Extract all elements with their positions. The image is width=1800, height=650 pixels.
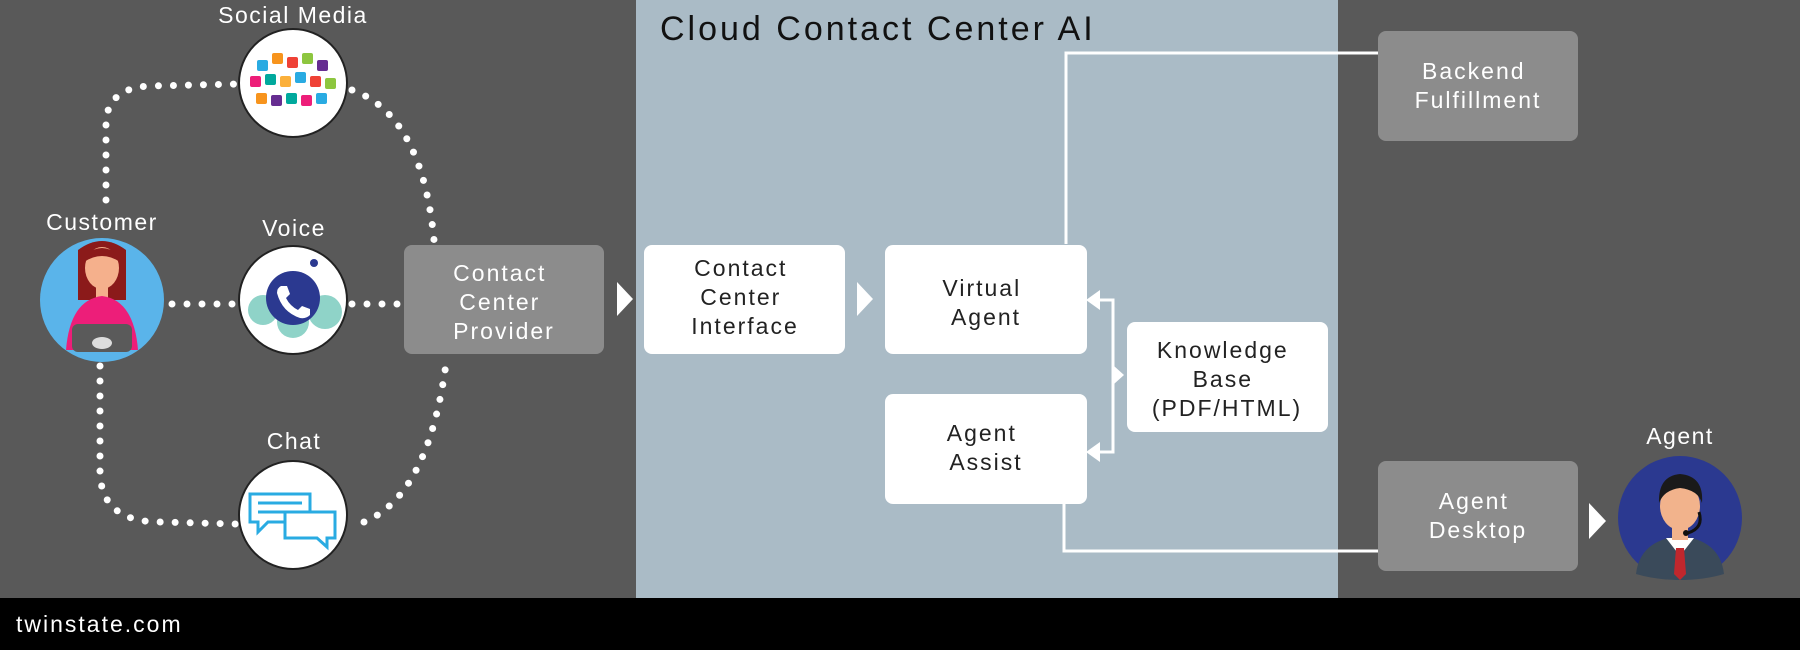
knowledge-base-line-2: Base [1193,366,1253,392]
backend-fulfillment-box: Backend Fulfillment [1378,31,1578,141]
path-chat-provider [360,352,451,526]
label-chat: Chat [267,428,322,454]
agent-assist-line-1: Agent [947,420,1017,446]
agent-avatar [1618,456,1742,580]
footer-bar [0,598,1800,650]
svg-text:Knowledge Base (PD: Knowledge Base (PDF/HTML) [1152,337,1302,421]
knowledge-base-line-1: Knowledge [1157,337,1289,363]
phone-icon [248,259,342,338]
agent-assist-line-2: Assist [949,449,1022,475]
arrow-provider-interface [617,282,633,316]
contact-center-provider-box: Contact Center Provider [404,245,604,354]
page-title: Cloud Contact Center AI [660,10,1096,48]
svg-text:Agent Assist: Agent Assist [947,420,1026,475]
interface-line-1: Contact [694,255,787,281]
social-media-circle [238,28,348,138]
arrow-desktop-agent [1589,503,1606,539]
label-customer: Customer [46,209,158,235]
agent-desktop-box: Agent Desktop [1378,461,1578,571]
knowledge-base-line-3: (PDF/HTML) [1152,395,1302,421]
backend-line-2: Fulfillment [1415,87,1542,113]
chat-icon [248,492,337,551]
connectors [1062,51,1378,553]
interface-line-3: Interface [691,313,799,339]
interface-line-2: Center [700,284,781,310]
backend-line-1: Backend [1422,58,1526,84]
virtual-agent-line-1: Virtual [942,275,1021,301]
line-virtual-backend [1064,51,1378,244]
svg-text:Contact Center Int: Contact Center Interface [691,255,799,339]
svg-text:Backend Fulfillment: Backend Fulfillment [1415,58,1542,113]
chat-node [238,460,348,570]
virtual-agent-line-2: Agent [951,304,1021,330]
label-agent: Agent [1646,423,1714,449]
contact-center-interface-box: Contact Center Interface [644,245,845,354]
arrowheads [617,282,1606,539]
path-customer-social [102,80,242,204]
label-social-media: Social Media [218,2,368,28]
arrow-interface-virtual [857,282,873,316]
path-social-provider [348,86,438,244]
virtual-agent-box: Virtual Agent [885,245,1087,354]
agent-desktop-line-2: Desktop [1429,517,1527,543]
label-voice: Voice [262,215,326,241]
customer-icon [66,241,138,352]
social-media-node [238,28,348,138]
svg-text:Virtual Agent: Virtual Agent [942,275,1029,330]
channel-paths [96,80,451,528]
arrow-kb-virtual [1086,290,1100,310]
arrow-to-kb [1114,366,1124,384]
footer-brand: twinstate.com [16,611,183,637]
provider-line-3: Provider [453,318,555,344]
knowledge-base-box: Knowledge Base (PDF/HTML) [1127,322,1328,432]
agent-icon [1636,474,1724,580]
agent-desktop-line-1: Agent [1439,488,1509,514]
line-kb-bracket [1090,298,1115,454]
svg-text:Agent Desktop: Agent Desktop [1429,488,1527,543]
agent-assist-box: Agent Assist [885,394,1087,504]
provider-line-2: Center [459,289,540,315]
line-assist-desktop [1062,504,1378,553]
voice-node [238,245,348,355]
social-media-icon [250,53,336,106]
customer-avatar [40,238,164,362]
path-customer-chat [96,362,240,528]
provider-line-1: Contact [453,260,546,286]
svg-text:Contact Center Pro: Contact Center Provider [453,260,555,344]
arrow-kb-assist [1086,442,1100,462]
